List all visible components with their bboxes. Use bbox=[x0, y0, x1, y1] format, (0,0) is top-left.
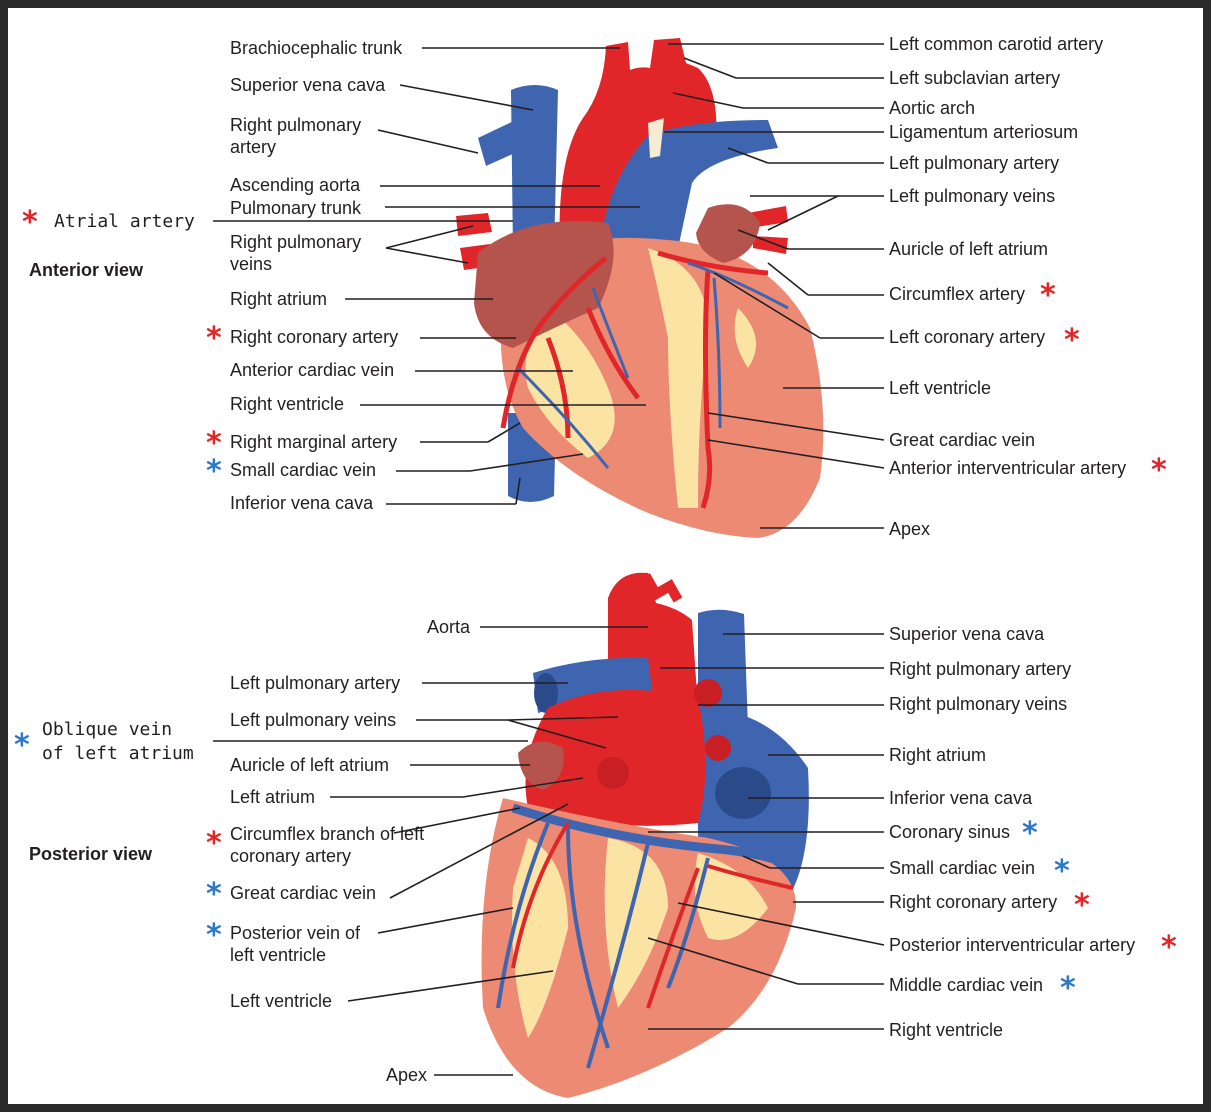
vein-marker: * bbox=[206, 877, 222, 912]
label-circumflex-artery: Circumflex artery bbox=[889, 284, 1026, 304]
label-left-coronary-artery: Left coronary artery bbox=[889, 327, 1046, 347]
artery-marker: * bbox=[206, 426, 222, 461]
label-circumflex-branch: Circumflex branch of left coronary arter… bbox=[230, 824, 425, 866]
vein-marker: * bbox=[1054, 854, 1070, 889]
label-left-ventricle: Left ventricle bbox=[889, 378, 992, 398]
heart-illustration bbox=[213, 38, 885, 1098]
label-right-coronary-artery: Right coronary artery bbox=[230, 327, 399, 347]
pulmonary-vein-opening-3 bbox=[705, 735, 731, 761]
ligamentum-arteriosum-anterior bbox=[648, 118, 664, 158]
vein-marker: * bbox=[14, 728, 30, 763]
oblique-vein-note-line1: Oblique vein bbox=[42, 719, 173, 740]
label-aorta: Aorta bbox=[427, 617, 471, 637]
posterior-heart bbox=[481, 572, 809, 1098]
fat-anterior bbox=[525, 248, 756, 508]
label-aortic-arch: Aortic arch bbox=[889, 98, 976, 118]
vein-marker: * bbox=[206, 454, 222, 489]
label-great-cardiac-vein-posterior: Great cardiac vein bbox=[230, 883, 377, 903]
right-atrium-anterior bbox=[474, 221, 614, 348]
label-inferior-vena-cava: Inferior vena cava bbox=[230, 493, 374, 513]
aorta-branches-posterior bbox=[623, 573, 683, 603]
label-small-cardiac-vein: Small cardiac vein bbox=[230, 460, 377, 480]
pulmonary-trunk-anterior bbox=[598, 120, 778, 258]
auricle-left-atrium-posterior bbox=[518, 741, 564, 790]
artery-marker: * bbox=[1151, 453, 1167, 488]
vein-marker: * bbox=[206, 918, 222, 953]
cardiac-veins-anterior bbox=[516, 261, 789, 469]
label-left-atrium: Left atrium bbox=[230, 787, 316, 807]
pulmonary-vein-opening-2 bbox=[694, 679, 722, 707]
label-right-pulmonary-artery-posterior: Right pulmonary artery bbox=[889, 659, 1072, 679]
posterior-view-title: Posterior view bbox=[29, 844, 153, 864]
label-inferior-vena-cava-posterior: Inferior vena cava bbox=[889, 788, 1033, 808]
artery-marker: * bbox=[1074, 888, 1090, 923]
artery-marker: * bbox=[1040, 278, 1056, 313]
inferior-vena-cava-opening-posterior bbox=[715, 767, 771, 819]
label-right-ventricle: Right ventricle bbox=[230, 394, 345, 414]
label-right-pulmonary-veins: Right pulmonary veins bbox=[230, 232, 362, 274]
anterior-heart bbox=[456, 38, 824, 538]
coronary-arteries-anterior bbox=[500, 250, 769, 509]
label-left-pulmonary-artery-posterior: Left pulmonary artery bbox=[230, 673, 401, 693]
pulmonary-vein-opening-1 bbox=[597, 757, 629, 789]
leader-lines bbox=[213, 43, 885, 1076]
oblique-vein-note-line2: of left atrium bbox=[42, 743, 194, 764]
artery-marker: * bbox=[1161, 930, 1177, 965]
label-posterior-vein-of-left-ventricle: Posterior vein of left ventricle bbox=[230, 923, 361, 965]
label-left-ventricle-posterior: Left ventricle bbox=[230, 991, 333, 1011]
label-left-subclavian-artery: Left subclavian artery bbox=[889, 68, 1061, 88]
label-posterior-interventricular-artery: Posterior interventricular artery bbox=[889, 935, 1136, 955]
label-right-coronary-artery-posterior: Right coronary artery bbox=[889, 892, 1058, 912]
vein-marker: * bbox=[1060, 971, 1076, 1006]
label-left-pulmonary-veins-posterior: Left pulmonary veins bbox=[230, 710, 397, 730]
label-left-pulmonary-veins: Left pulmonary veins bbox=[889, 186, 1056, 206]
label-right-atrium: Right atrium bbox=[230, 289, 328, 309]
label-right-ventricle-posterior: Right ventricle bbox=[889, 1020, 1004, 1040]
label-anterior-cardiac-vein: Anterior cardiac vein bbox=[230, 360, 395, 380]
artery-marker: * bbox=[22, 205, 38, 240]
label-superior-vena-cava: Superior vena cava bbox=[230, 75, 386, 95]
label-ascending-aorta: Ascending aorta bbox=[230, 175, 361, 195]
label-left-pulmonary-artery: Left pulmonary artery bbox=[889, 153, 1060, 173]
label-right-pulmonary-artery: Right pulmonary artery bbox=[230, 115, 362, 157]
artery-marker: * bbox=[206, 826, 222, 861]
label-coronary-sinus: Coronary sinus bbox=[889, 822, 1011, 842]
label-small-cardiac-vein-posterior: Small cardiac vein bbox=[889, 858, 1036, 878]
left-pulmonary-artery-posterior bbox=[533, 657, 653, 713]
artery-marker: * bbox=[1064, 323, 1080, 358]
label-left-common-carotid-artery: Left common carotid artery bbox=[889, 34, 1104, 54]
label-ligamentum-arteriosum: Ligamentum arteriosum bbox=[889, 122, 1079, 142]
coronary-arteries-posterior bbox=[511, 821, 794, 1009]
label-apex-posterior: Apex bbox=[386, 1065, 428, 1085]
fat-posterior bbox=[512, 838, 768, 1038]
vein-marker: * bbox=[1022, 816, 1038, 851]
label-anterior-interventricular-artery: Anterior interventricular artery bbox=[889, 458, 1127, 478]
anterior-view-title: Anterior view bbox=[29, 260, 144, 280]
left-pulmonary-veins-anterior bbox=[748, 206, 788, 254]
label-superior-vena-cava-posterior: Superior vena cava bbox=[889, 624, 1045, 644]
atrial-artery-note: Atrial artery bbox=[54, 211, 195, 232]
label-auricle-of-left-atrium: Auricle of left atrium bbox=[889, 239, 1049, 259]
label-right-atrium-posterior: Right atrium bbox=[889, 745, 987, 765]
right-pulmonary-artery-anterior bbox=[478, 118, 526, 166]
label-apex: Apex bbox=[889, 519, 931, 539]
superior-vena-cava-anterior bbox=[511, 85, 558, 253]
label-right-pulmonary-veins-posterior: Right pulmonary veins bbox=[889, 694, 1068, 714]
auricle-left-atrium-anterior bbox=[696, 204, 760, 263]
label-middle-cardiac-vein: Middle cardiac vein bbox=[889, 975, 1044, 995]
label-brachiocephalic-trunk: Brachiocephalic trunk bbox=[230, 38, 403, 58]
label-pulmonary-trunk: Pulmonary trunk bbox=[230, 198, 362, 218]
diagram-canvas: Anterior view * Atrial artery Brachiocep… bbox=[8, 8, 1203, 1104]
label-great-cardiac-vein: Great cardiac vein bbox=[889, 430, 1036, 450]
label-auricle-of-left-atrium-posterior: Auricle of left atrium bbox=[230, 755, 390, 775]
artery-marker: * bbox=[206, 321, 222, 356]
label-right-marginal-artery: Right marginal artery bbox=[230, 432, 398, 452]
coronary-sinus-posterior bbox=[511, 803, 801, 873]
cardiac-veins-posterior bbox=[496, 822, 710, 1069]
